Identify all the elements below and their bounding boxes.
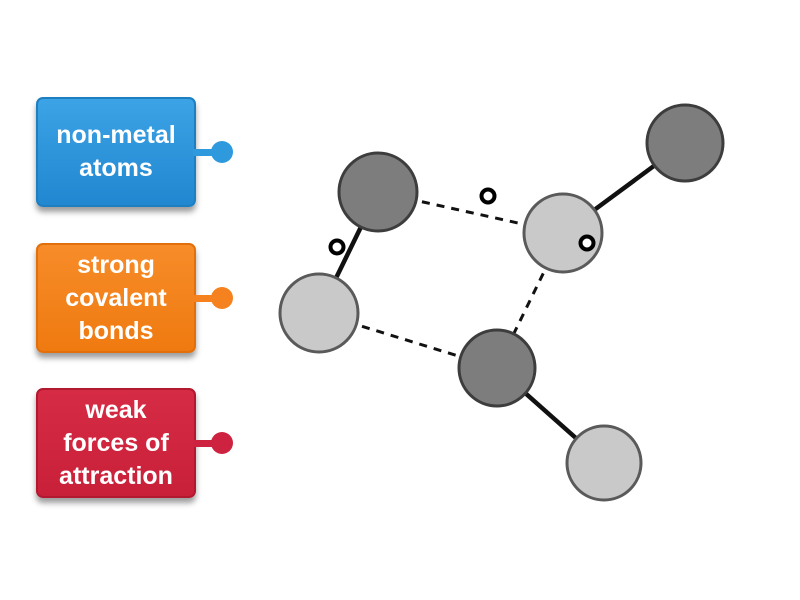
label-connector-line (193, 294, 221, 302)
label-connector-dot (211, 287, 233, 309)
atom-circle-light (278, 272, 360, 354)
atom-circle-dark (645, 103, 725, 183)
label-connector-line (193, 439, 221, 447)
answer-marker-marker-weak-force[interactable] (479, 187, 497, 205)
atom-circle-light (565, 424, 643, 502)
label-connector-line (193, 148, 221, 156)
answer-label-text: weak forces of attraction (59, 395, 173, 490)
atom-circle-light (522, 192, 604, 274)
label-connector-dot (211, 141, 233, 163)
answer-label-weak-forces-of-attraction[interactable]: weak forces of attraction (36, 388, 233, 498)
answer-label-text: strong covalent bonds (65, 250, 167, 345)
answer-label-strong-covalent-bonds[interactable]: strong covalent bonds (36, 243, 233, 353)
atom-circle-dark (337, 151, 419, 233)
atom-circle-dark (457, 328, 537, 408)
answer-marker-marker-covalent-bond[interactable] (328, 238, 346, 256)
answer-label-non-metal-atoms[interactable]: non-metal atoms (36, 97, 233, 207)
answer-label-text: non-metal atoms (56, 121, 176, 182)
answer-marker-marker-atom[interactable] (578, 234, 596, 252)
label-connector-dot (211, 432, 233, 454)
